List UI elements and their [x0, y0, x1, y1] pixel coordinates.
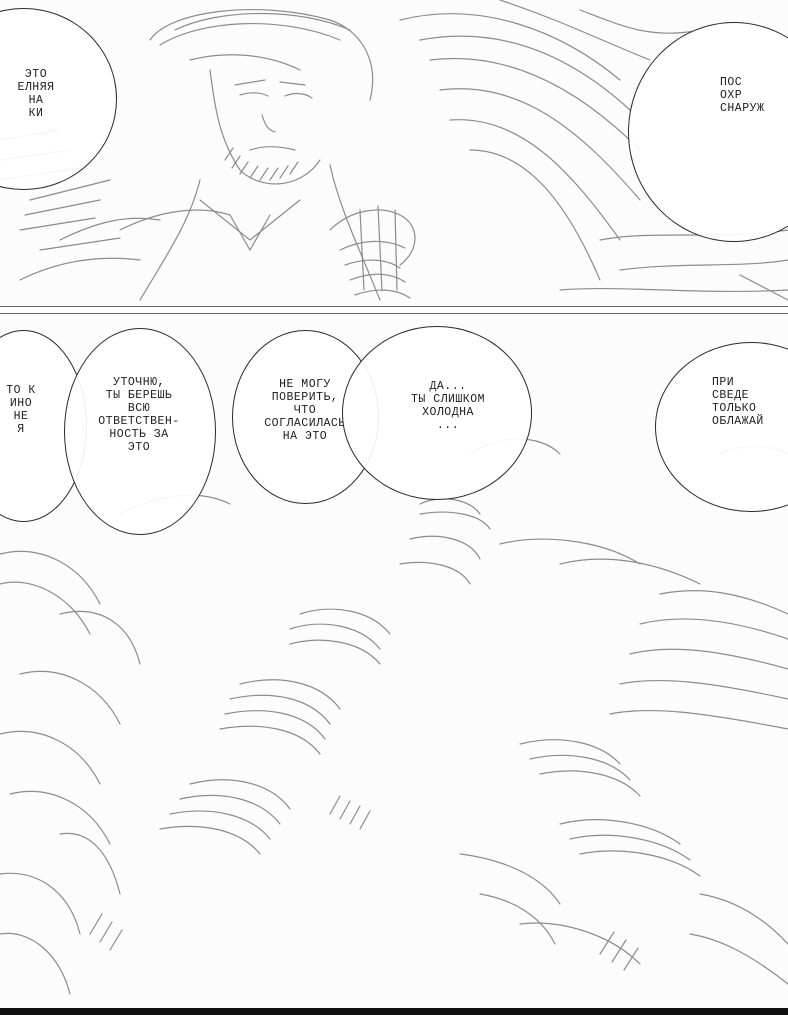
panel-top-artwork [0, 0, 788, 301]
speech-bubble-text: ТО К ИНО НЕ Я [6, 384, 36, 436]
speech-bubble [342, 326, 532, 500]
speech-bubble [64, 328, 216, 535]
speech-bubble-text: ПОС ОХР СНАРУЖ [720, 76, 765, 115]
panel-bottom-artwork [0, 438, 788, 995]
speech-bubble-text: УТОЧНЮ, ТЫ БЕРЕШЬ ВСЮ ОТВЕТСТВЕН- НОСТЬ … [98, 376, 180, 454]
page-bottom-edge [0, 1008, 788, 1015]
speech-bubble-text: НЕ МОГУ ПОВЕРИТЬ, ЧТО СОГЛАСИЛАСЬ НА ЭТО [264, 378, 346, 443]
speech-bubble-text: ПРИ СВЕДЕ ТОЛЬКО ОБЛАЖАЙ [712, 376, 764, 428]
speech-bubble [628, 22, 788, 242]
panel-top: ЭТО ЕЛНЯЯ НА КИ ПОС ОХР СНАРУЖ [0, 0, 788, 306]
panel-divider [0, 306, 788, 314]
speech-bubble-text: ЭТО ЕЛНЯЯ НА КИ [17, 68, 55, 120]
speech-bubble-text: ДА... ТЫ СЛИШКОМ ХОЛОДНА ... [410, 380, 485, 432]
panel-bottom: ТО К ИНО НЕ Я УТОЧНЮ, ТЫ БЕРЕШЬ ВСЮ ОТВЕ… [0, 314, 788, 1015]
